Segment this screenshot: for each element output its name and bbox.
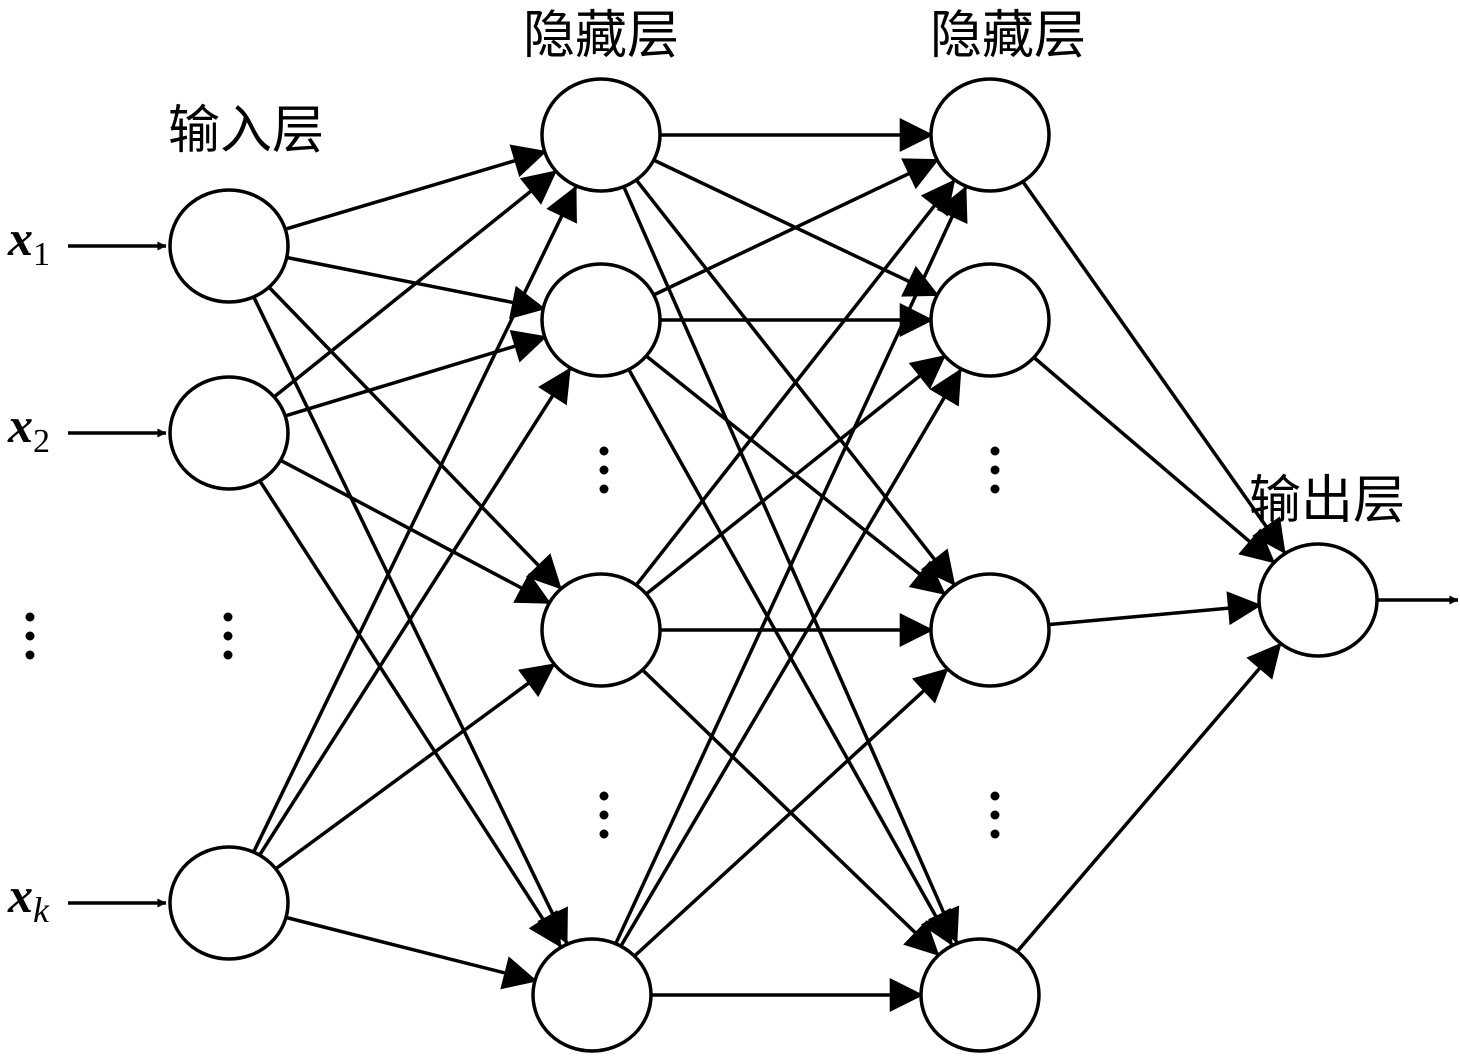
edge-input-3-to-hidden1-2 bbox=[258, 367, 572, 856]
edge-hidden1-2-to-hidden2-1 bbox=[651, 158, 940, 298]
edge-hidden1-3-to-hidden2-1 bbox=[634, 179, 956, 587]
edge-input-2-to-hidden1-2 bbox=[282, 330, 548, 419]
input-node-3 bbox=[168, 845, 290, 961]
edge-input-3-to-hidden1-4 bbox=[283, 915, 538, 990]
hidden-layer-2-label: 隐藏层 bbox=[930, 6, 1086, 66]
ellipsis-dot bbox=[223, 612, 233, 622]
edge-input-2-to-hidden1-3 bbox=[278, 458, 552, 605]
edge-hidden1-4-to-hidden2-1 bbox=[614, 186, 968, 945]
hidden1-upper-ellipsis bbox=[599, 446, 609, 494]
edge-hidden1-4-to-hidden2-3 bbox=[632, 667, 949, 958]
output-node-1 bbox=[1257, 542, 1379, 658]
edge-hidden2-1-to-output-1 bbox=[1021, 180, 1287, 554]
ellipsis-dot bbox=[990, 484, 1000, 494]
edge-hidden1-4-to-hidden2-2 bbox=[619, 368, 963, 947]
hidden2-upper-ellipsis bbox=[990, 446, 1000, 494]
hidden2-node-4 bbox=[919, 937, 1041, 1053]
ellipsis-dot bbox=[990, 810, 1000, 820]
ellipsis-dot bbox=[599, 829, 609, 839]
ellipsis-dot bbox=[599, 791, 609, 801]
hidden2-lower-ellipsis bbox=[990, 791, 1000, 839]
hidden2-node-1 bbox=[929, 77, 1051, 193]
hidden2-node-3 bbox=[929, 572, 1051, 688]
ellipsis-dot bbox=[990, 791, 1000, 801]
edge-input-2-to-hidden1-1 bbox=[272, 169, 558, 399]
input-label-xk: xk bbox=[7, 867, 50, 930]
edge-hidden1-3-to-hidden2-2 bbox=[644, 354, 946, 596]
edge-hidden2-4-to-output-1 bbox=[1015, 642, 1282, 953]
input-label-ellipsis bbox=[25, 612, 35, 660]
ellipsis-dot bbox=[223, 631, 233, 641]
edge-input-3-to-hidden1-3 bbox=[273, 662, 556, 871]
ellipsis-dot bbox=[25, 650, 35, 660]
hidden1-node-4 bbox=[531, 937, 653, 1053]
input-label-x1: x1 bbox=[7, 210, 50, 273]
input-label-main: x bbox=[7, 397, 33, 453]
edge-hidden2-2-to-output-1 bbox=[1032, 355, 1276, 564]
edge-input-3-to-hidden1-1 bbox=[252, 185, 578, 853]
input-node-2 bbox=[168, 375, 290, 491]
ellipsis-dot bbox=[990, 465, 1000, 475]
hidden-layer-1-label: 隐藏层 bbox=[523, 6, 679, 66]
input-layer-label: 输入层 bbox=[168, 101, 324, 161]
hidden1-node-2 bbox=[540, 262, 662, 378]
nodes bbox=[168, 77, 1379, 1053]
ellipsis-dot bbox=[25, 631, 35, 641]
hidden1-node-3 bbox=[540, 572, 662, 688]
connections bbox=[252, 118, 1287, 1012]
hidden2-node-2 bbox=[929, 262, 1051, 378]
ellipsis-dot bbox=[25, 612, 35, 622]
output-layer-label: 输出层 bbox=[1249, 471, 1405, 531]
input-label-x2: x2 bbox=[7, 397, 50, 460]
ellipsis-dot bbox=[990, 829, 1000, 839]
hidden1-node-1 bbox=[540, 77, 662, 193]
input-node-1 bbox=[168, 188, 290, 304]
ellipsis-dot bbox=[990, 446, 1000, 456]
ellipsis-markers bbox=[25, 446, 1000, 839]
ellipsis-dot bbox=[599, 465, 609, 475]
input-label-main: x bbox=[7, 210, 33, 266]
hidden1-lower-ellipsis bbox=[599, 791, 609, 839]
ellipsis-dot bbox=[599, 484, 609, 494]
ellipsis-dot bbox=[223, 650, 233, 660]
ellipsis-dot bbox=[599, 446, 609, 456]
edge-input-1-to-hidden1-1 bbox=[283, 144, 548, 232]
edge-input-1-to-hidden1-3 bbox=[267, 285, 562, 590]
edge-hidden2-3-to-output-1 bbox=[1046, 591, 1262, 627]
input-label-sub: 2 bbox=[33, 423, 50, 460]
ellipsis-dot bbox=[599, 810, 609, 820]
input-layer-ellipsis bbox=[223, 612, 233, 660]
edge-input-2-to-hidden1-4 bbox=[258, 479, 562, 948]
input-label-main: x bbox=[7, 867, 33, 923]
input-label-sub: k bbox=[33, 890, 50, 930]
input-label-sub: 1 bbox=[33, 236, 50, 273]
